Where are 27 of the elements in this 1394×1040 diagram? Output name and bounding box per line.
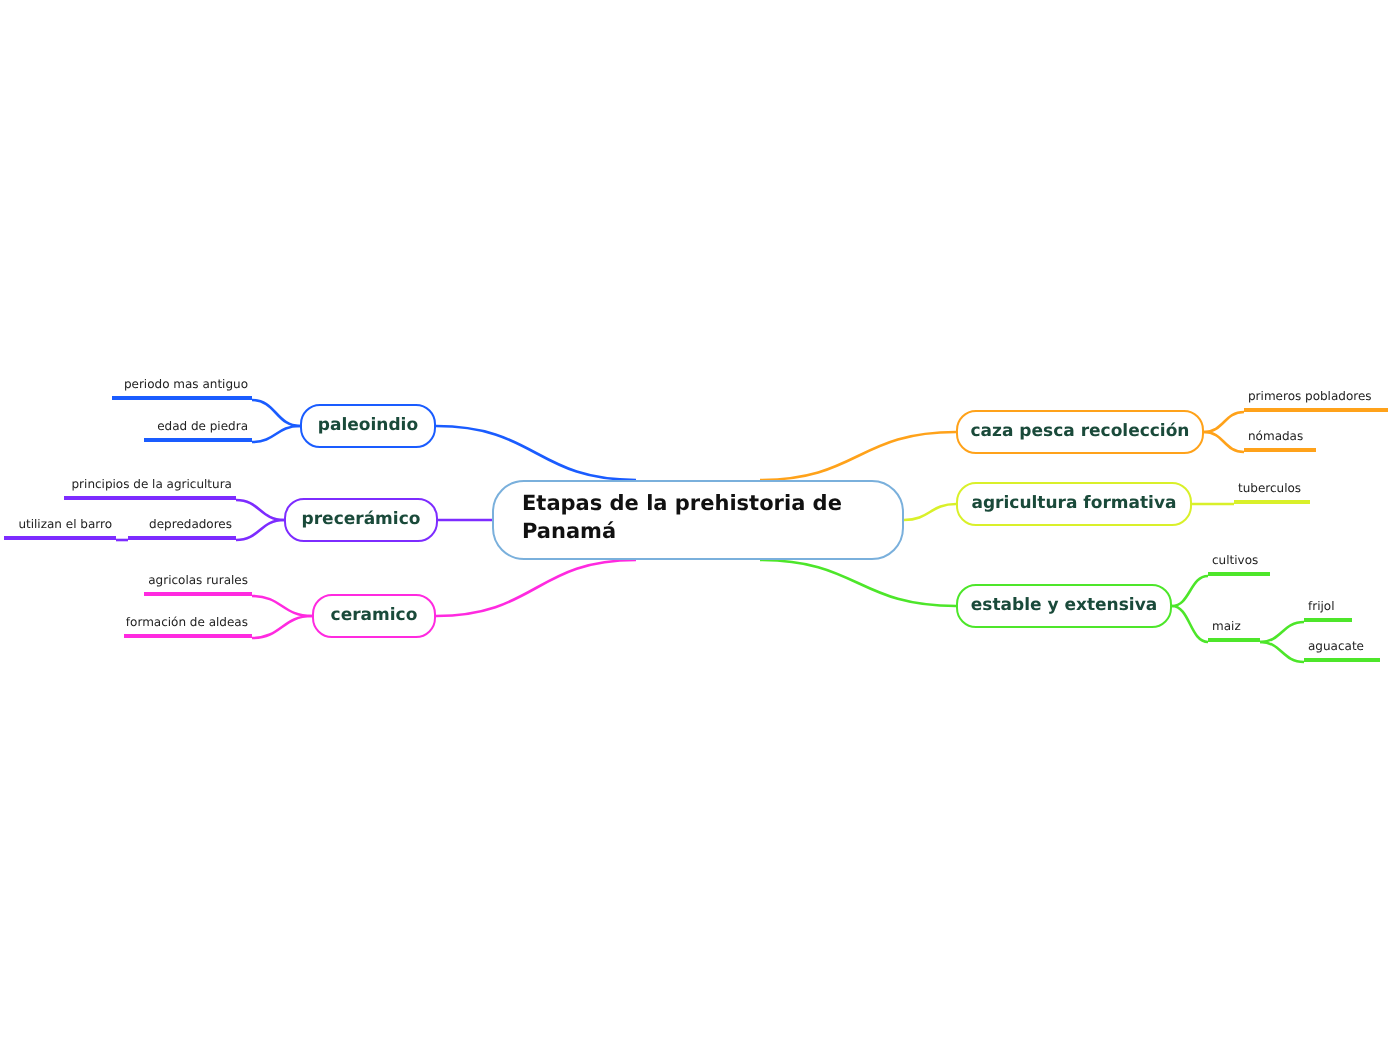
connector-line <box>435 424 637 482</box>
connector-line <box>435 558 637 618</box>
connector-line <box>438 518 492 522</box>
connector-line <box>251 398 301 428</box>
connector-line <box>903 502 957 522</box>
connector-line <box>1192 502 1234 506</box>
topic-box: precerámico <box>284 498 438 542</box>
connector-line <box>235 518 285 542</box>
connector-line <box>1171 604 1209 644</box>
connector-line <box>1203 430 1245 454</box>
topic-box: ceramico <box>312 594 436 638</box>
connector-line <box>1259 620 1305 644</box>
connector-line <box>116 538 128 542</box>
topic-box: agricultura formativa <box>956 482 1192 526</box>
connector-line <box>251 614 313 640</box>
connector-line <box>235 498 285 522</box>
topic-box: caza pesca recolección <box>956 410 1204 454</box>
connector-line <box>251 424 301 444</box>
connector-line <box>1203 410 1245 434</box>
connector-line <box>759 430 957 482</box>
topic-box: estable y extensiva <box>956 584 1172 628</box>
connector-line <box>251 594 313 618</box>
central-topic: Etapas de la prehistoria de Panamá <box>492 480 904 560</box>
connector-line <box>759 558 957 608</box>
connector-line <box>1259 640 1305 664</box>
topic-box: paleoindio <box>300 404 436 448</box>
connector-line <box>1171 574 1209 608</box>
